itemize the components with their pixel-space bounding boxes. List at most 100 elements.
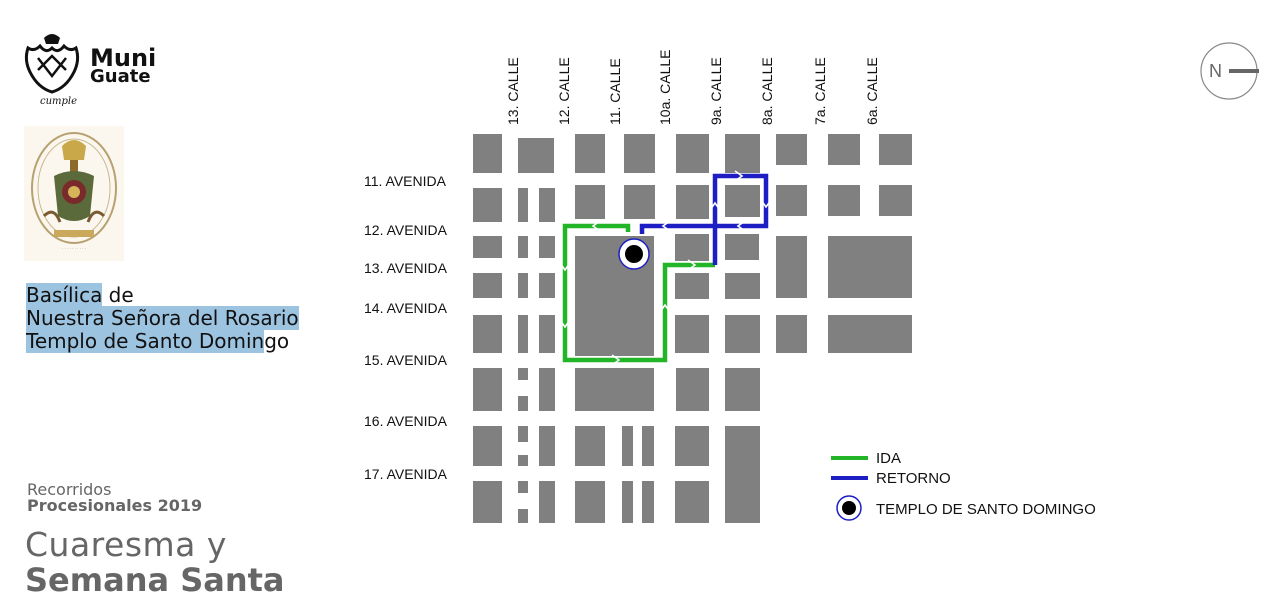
city-block (676, 134, 709, 173)
city-block (776, 315, 807, 353)
avenida-label: 16. AVENIDA (364, 413, 448, 429)
city-block (828, 134, 860, 165)
city-block (879, 185, 912, 216)
city-block (725, 426, 760, 523)
arrow-icon (611, 354, 621, 366)
city-block (518, 236, 528, 258)
city-block (539, 236, 555, 258)
city-block (473, 273, 502, 298)
arrow-icon (659, 303, 671, 313)
city-block (539, 426, 555, 466)
city-block (642, 426, 654, 466)
basilica-line1-hl: Basílica (26, 283, 103, 307)
city-block (518, 368, 528, 380)
direction-arrows (559, 170, 772, 366)
city-block (518, 509, 528, 523)
arrow-icon (661, 220, 671, 232)
city-block (518, 273, 528, 298)
city-block (473, 426, 502, 466)
city-block (518, 315, 528, 353)
city-block (575, 185, 605, 219)
city-block (518, 138, 554, 173)
city-block (675, 273, 709, 299)
city-block (676, 185, 709, 219)
city-block (622, 481, 633, 523)
calle-label: 6a. CALLE (864, 57, 880, 125)
city-block (539, 368, 555, 411)
city-block (725, 134, 760, 173)
avenida-label: 12. AVENIDA (364, 222, 448, 238)
calle-label: 11. CALLE (607, 58, 623, 125)
city-block (725, 273, 760, 299)
arrow-icon (591, 220, 601, 232)
legend-retorno-label: RETORNO (876, 470, 951, 487)
calle-label: 7a. CALLE (812, 57, 828, 125)
legend-ida-label: IDA (876, 450, 901, 467)
arrow-icon (734, 170, 744, 182)
city-block (776, 134, 807, 165)
calle-label: 9a. CALLE (708, 57, 724, 125)
arrow-icon (760, 199, 772, 209)
svg-text:cumple: cumple (40, 96, 77, 106)
avenida-label: 14. AVENIDA (364, 300, 448, 316)
cuaresma-title: Cuaresma y (25, 525, 227, 564)
muniguate-logo: cumple Muni Guate (22, 30, 172, 110)
city-block (575, 368, 654, 411)
city-block (675, 234, 709, 261)
city-block (622, 426, 633, 466)
city-block (518, 455, 528, 466)
ida-route (562, 223, 715, 363)
city-block (675, 426, 709, 466)
basilica-line3-hl: Templo de Santo Domin (26, 329, 265, 353)
city-block (575, 426, 605, 466)
basilica-crest-icon: · · · · · · · · · · (24, 126, 124, 261)
city-block (725, 368, 760, 411)
recorridos-label: Recorridos (27, 480, 112, 499)
city-block (828, 236, 912, 298)
templo-marker (618, 238, 650, 270)
city-block (624, 185, 655, 219)
basilica-line2: Nuestra Señora del Rosario (26, 306, 299, 330)
calle-labels: 13. CALLE 12. CALLE 11. CALLE 10a. CALLE… (505, 50, 880, 126)
city-block (575, 134, 605, 173)
brand-line2: Guate (90, 66, 151, 87)
retorno-route (639, 173, 769, 265)
north-arrow-icon: N (1200, 42, 1259, 100)
city-block (518, 426, 528, 442)
arrow-icon (559, 262, 571, 272)
city-block (676, 368, 709, 411)
city-block (828, 185, 860, 216)
city-block (642, 481, 654, 523)
city-blocks (473, 134, 912, 523)
city-block (776, 185, 807, 216)
avenida-labels: 11. AVENIDA 12. AVENIDA 13. AVENIDA 14. … (364, 173, 448, 482)
avenida-label: 15. AVENIDA (364, 352, 448, 368)
arrow-icon (709, 201, 721, 211)
city-block (624, 134, 655, 173)
legend-templo-label: TEMPLO DE SANTO DOMINGO (876, 501, 1096, 518)
city-block (539, 188, 555, 222)
avenida-label: 13. AVENIDA (364, 260, 448, 276)
city-block (539, 481, 555, 523)
city-block (518, 188, 528, 222)
city-block (473, 134, 502, 173)
city-block (473, 236, 502, 258)
city-block (575, 481, 605, 523)
city-block (828, 315, 912, 353)
city-block (473, 315, 502, 353)
svg-text:· · · · · · · · · ·: · · · · · · · · · · (62, 246, 86, 251)
munigate-wordmark: Muni Guate (90, 46, 156, 87)
calle-label: 10a. CALLE (657, 50, 673, 126)
city-block (725, 185, 760, 217)
city-block (776, 236, 807, 298)
map-legend: IDA RETORNO TEMPLO DE SANTO DOMINGO (831, 450, 1096, 521)
calle-label: 12. CALLE (556, 57, 572, 125)
city-block (473, 188, 502, 222)
arrow-icon (687, 259, 697, 271)
city-block (473, 481, 502, 523)
city-block (539, 315, 555, 353)
basilica-title: Basílica de Nuestra Señora del Rosario T… (26, 283, 299, 353)
arrow-icon (736, 220, 746, 232)
calle-label: 13. CALLE (505, 57, 521, 125)
